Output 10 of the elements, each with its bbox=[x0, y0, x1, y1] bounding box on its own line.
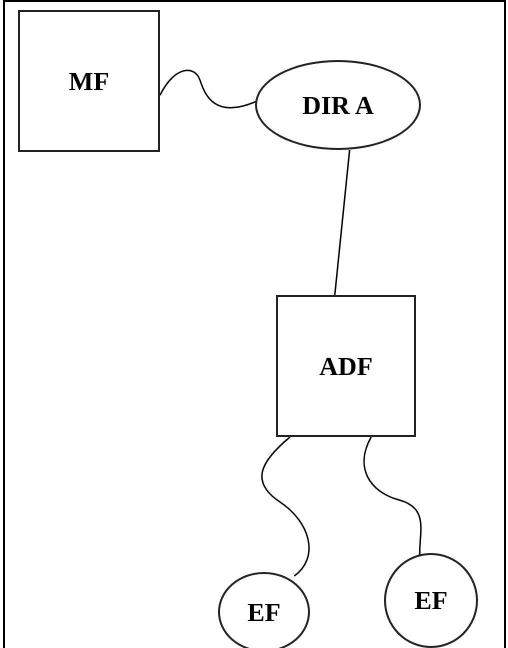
connector-line bbox=[261, 436, 310, 577]
node-label: MF bbox=[68, 66, 110, 98]
connector-line bbox=[363, 436, 422, 555]
rect-node bbox=[18, 10, 160, 152]
node-label: ADF bbox=[319, 350, 373, 382]
node-label: DIR A bbox=[302, 90, 374, 122]
connector-line bbox=[334, 150, 350, 296]
node-label: EF bbox=[414, 585, 448, 617]
node-label: EF bbox=[247, 596, 281, 628]
rect-node bbox=[276, 295, 416, 437]
